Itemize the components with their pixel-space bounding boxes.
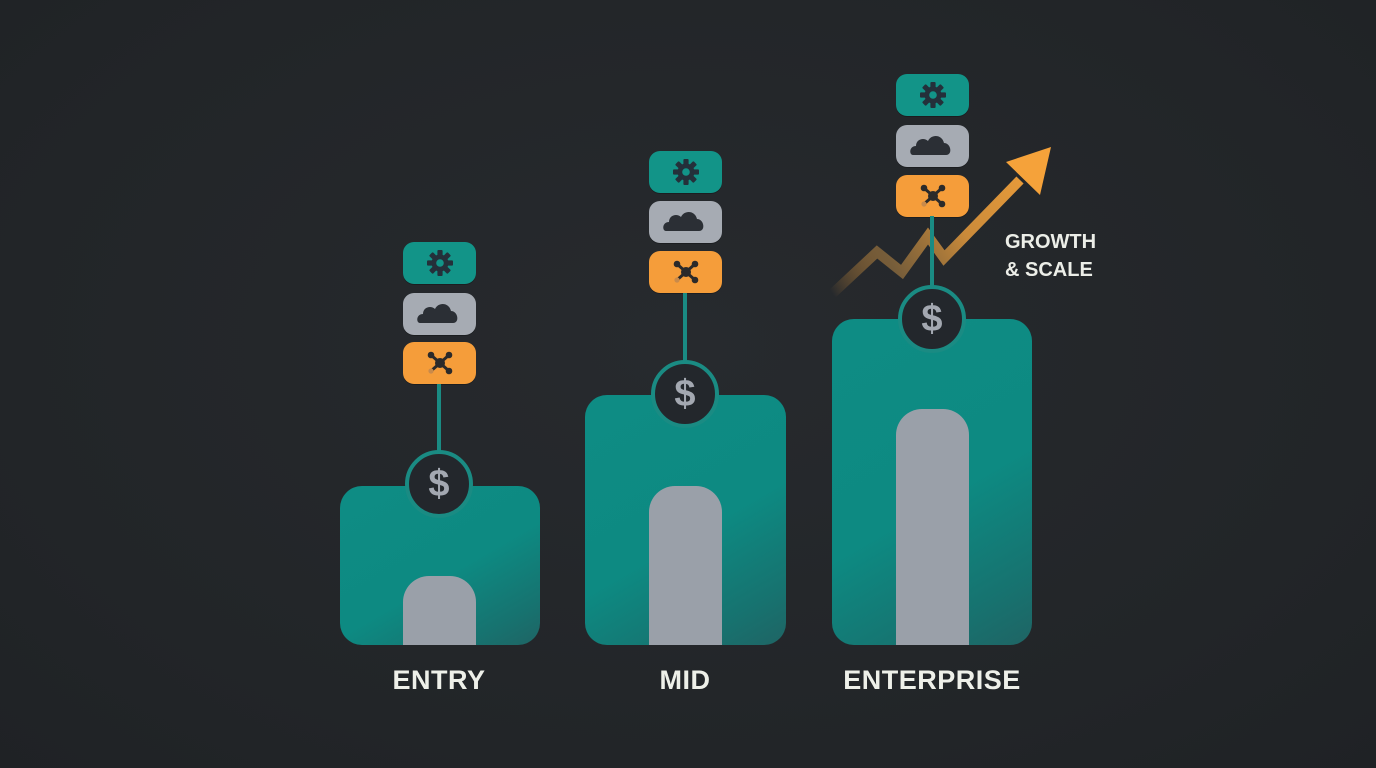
gear-tile bbox=[403, 242, 476, 284]
gear-icon bbox=[919, 82, 946, 108]
connector-line bbox=[683, 293, 687, 363]
gear-tile bbox=[896, 74, 969, 116]
network-tile bbox=[649, 251, 722, 293]
network-tile bbox=[896, 175, 969, 217]
tier-bar bbox=[403, 576, 476, 645]
gear-icon bbox=[672, 159, 699, 185]
cloud-tile bbox=[403, 293, 476, 335]
tier-label: MID bbox=[659, 665, 711, 695]
tier-bar bbox=[896, 409, 969, 645]
dollar-coin-icon: $ bbox=[651, 360, 719, 428]
tier-label: ENTERPRISE bbox=[843, 665, 1021, 695]
growth-line-2: & SCALE bbox=[1005, 259, 1093, 281]
network-icon bbox=[671, 259, 700, 285]
network-icon bbox=[918, 183, 947, 209]
growth-line-1: GROWTH bbox=[1005, 231, 1097, 253]
cloud-icon bbox=[416, 303, 457, 323]
gear-tile bbox=[649, 151, 722, 193]
cloud-tile bbox=[649, 201, 722, 243]
dollar-coin-icon: $ bbox=[405, 450, 473, 518]
cloud-icon bbox=[662, 211, 703, 231]
tier-label: ENTRY bbox=[392, 665, 486, 695]
cloud-icon bbox=[909, 135, 950, 155]
connector-line bbox=[437, 384, 441, 454]
dollar-coin-icon: $ bbox=[898, 285, 966, 353]
network-tile bbox=[403, 342, 476, 384]
growth-label: GROWTH & SCALE bbox=[1005, 228, 1096, 284]
cloud-tile bbox=[896, 125, 969, 167]
tier-bar bbox=[649, 486, 722, 645]
connector-line bbox=[930, 216, 934, 288]
network-icon bbox=[425, 350, 454, 376]
gear-icon bbox=[426, 250, 453, 276]
